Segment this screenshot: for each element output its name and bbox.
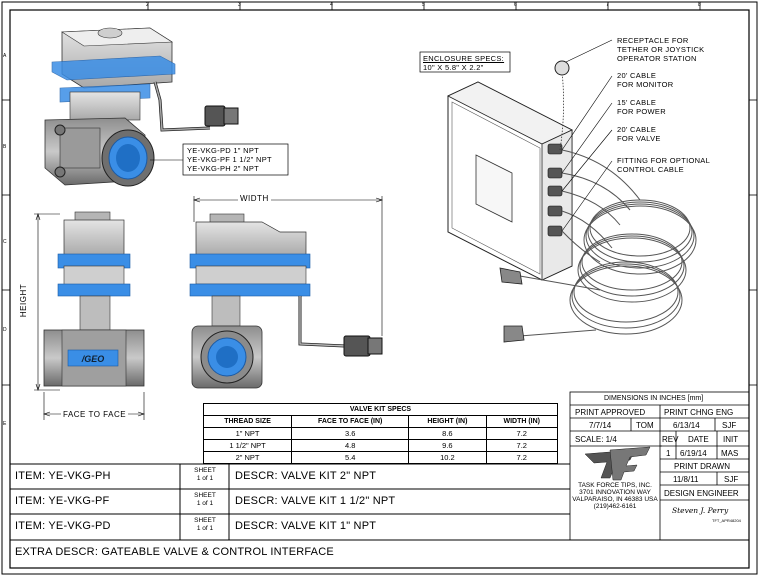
model-1: YE-VKG-PD 1" NPT <box>187 146 260 155</box>
kit-cell: 5.4 <box>291 451 410 464</box>
kit-cell: 2" NPT <box>202 451 293 464</box>
kit-cell: 7.2 <box>485 451 558 464</box>
kit-cell: 7.2 <box>485 427 558 440</box>
grid-col-6: 6 <box>514 2 518 8</box>
table-row: 1 1/2" NPT 4.8 9.6 7.2 <box>202 439 558 452</box>
grid-col-5: 5 <box>422 2 426 8</box>
callout-monitor-2: FOR MONITOR <box>617 80 674 89</box>
chng-by: SJF <box>722 421 737 430</box>
svg-text:/GEO: /GEO <box>81 354 105 364</box>
model-3: YE-VKG-PH 2" NPT <box>187 164 260 173</box>
callout-power-1: 15' CABLE <box>617 98 657 107</box>
kit-cell: 8.6 <box>408 427 487 440</box>
kit-cell: 4.8 <box>291 439 410 452</box>
print-drawn-label: PRINT DRAWN <box>674 462 730 471</box>
width-label: WIDTH <box>238 194 271 203</box>
kit-cell: 10.2 <box>408 451 487 464</box>
cable-coils-illustration <box>519 149 697 337</box>
grid-row-a: A <box>3 53 7 59</box>
design-engineer-label: DESIGN ENGINEER <box>664 489 739 498</box>
date-label: DATE <box>688 435 709 444</box>
sheet-label: SHEET <box>194 492 216 499</box>
grid-col-3: 3 <box>238 2 242 8</box>
callout-fitting-2: CONTROL CABLE <box>617 165 684 174</box>
item-descr: DESCR: VALVE KIT 1 1/2" NPT <box>235 495 396 507</box>
item-number: ITEM: YE-VKG-PF <box>15 495 110 507</box>
sheet-label: SHEET <box>194 467 216 474</box>
approved-by: TOM <box>636 421 654 430</box>
callout-receptacle-2: TETHER OR JOYSTICK <box>617 45 705 54</box>
callout-receptacle-3: OPERATOR STATION <box>617 54 697 63</box>
callout-valve-2: FOR VALVE <box>617 134 661 143</box>
signature: Steven J. Perry <box>672 506 729 515</box>
side-view-illustration <box>189 213 383 389</box>
enclosure-specs-size: 10" X 5.8" X 2.2" <box>423 63 484 72</box>
callout-valve-1: 20' CABLE <box>617 125 657 134</box>
grid-row-c: C <box>3 239 7 245</box>
sheet-label: SHEET <box>194 517 216 524</box>
drawn-date: 11/8/11 <box>673 475 699 484</box>
doc-code: TFT_APR48204 <box>712 518 741 523</box>
grid-row-d: D <box>3 327 7 333</box>
extra-descr: EXTRA DESCR: GATEABLE VALVE & CONTROL IN… <box>15 546 334 558</box>
rev-init: MAS <box>721 449 739 458</box>
dim-note: DIMENSIONS IN INCHES [mm] <box>604 395 704 402</box>
kit-header-thread: THREAD SIZE <box>202 415 293 428</box>
callout-receptacle-1: RECEPTACLE FOR <box>617 36 689 45</box>
sheet-count: 1 of 1 <box>196 500 214 507</box>
sheet-count: 1 of 1 <box>196 475 214 482</box>
kit-cell: 1" NPT <box>202 427 293 440</box>
company-name: TASK FORCE TIPS, INC. <box>578 482 652 489</box>
init-label: INIT <box>723 435 739 444</box>
kit-cell: 3.6 <box>291 427 410 440</box>
kit-cell: 7.2 <box>485 439 558 452</box>
item-number: ITEM: YE-VKG-PH <box>15 470 111 482</box>
rev-no: 1 <box>666 449 671 458</box>
sheet-count: 1 of 1 <box>196 525 214 532</box>
company-phone: (219)462-6161 <box>593 503 637 510</box>
kit-cell: 9.6 <box>408 439 487 452</box>
model-2: YE-VKG-PF 1 1/2" NPT <box>187 155 272 164</box>
height-label: HEIGHT <box>19 281 29 320</box>
item-number: ITEM: YE-VKG-PD <box>15 520 111 532</box>
chng-date: 6/13/14 <box>673 421 700 430</box>
table-row: 1" NPT 3.6 8.6 7.2 <box>202 427 558 440</box>
grid-col-4: 4 <box>330 2 334 8</box>
face-to-face-label: FACE TO FACE <box>61 410 129 419</box>
iso-valve-illustration <box>44 27 239 187</box>
company-city: VALPARAISO, IN 46383 USA <box>572 496 658 503</box>
scale: SCALE: 1/4 <box>575 435 617 444</box>
grid-row-b: B <box>3 144 7 150</box>
grid-col-7: 7 <box>606 2 610 8</box>
drawn-by: SJF <box>724 475 739 484</box>
kit-cell: 1 1/2" NPT <box>202 439 293 452</box>
enclosure-specs-title: ENCLOSURE SPECS: <box>423 54 505 63</box>
callout-monitor-1: 20' CABLE <box>617 71 657 80</box>
company-address: 3701 INNOVATION WAY <box>579 489 651 496</box>
table-row: 2" NPT 5.4 10.2 7.2 <box>202 451 558 464</box>
kit-table-title: VALVE KIT SPECS <box>203 403 558 416</box>
grid-row-e: E <box>3 421 7 427</box>
kit-header-height: HEIGHT (IN) <box>408 415 487 428</box>
callout-power-2: FOR POWER <box>617 107 666 116</box>
item-descr: DESCR: VALVE KIT 1" NPT <box>235 520 377 532</box>
rev-date: 6/19/14 <box>680 449 707 458</box>
rev-label: REV <box>662 435 679 444</box>
callout-fitting-1: FITTING FOR OPTIONAL <box>617 156 711 165</box>
item-descr: DESCR: VALVE KIT 2" NPT <box>235 470 377 482</box>
kit-header-face: FACE TO FACE (IN) <box>291 415 410 428</box>
front-view-illustration: /GEO <box>43 211 145 387</box>
approved-date: 7/7/14 <box>589 421 612 430</box>
grid-col-2: 2 <box>146 2 150 8</box>
enclosure-illustration <box>447 60 573 281</box>
print-chng-label: PRINT CHNG ENG <box>664 408 734 417</box>
print-approved-label: PRINT APPROVED <box>575 408 646 417</box>
tft-logo <box>584 446 651 481</box>
kit-header-width: WIDTH (IN) <box>485 415 558 428</box>
valve-kit-specs-table: VALVE KIT SPECS THREAD SIZE FACE TO FACE… <box>202 403 558 464</box>
grid-col-8: 8 <box>698 2 702 8</box>
